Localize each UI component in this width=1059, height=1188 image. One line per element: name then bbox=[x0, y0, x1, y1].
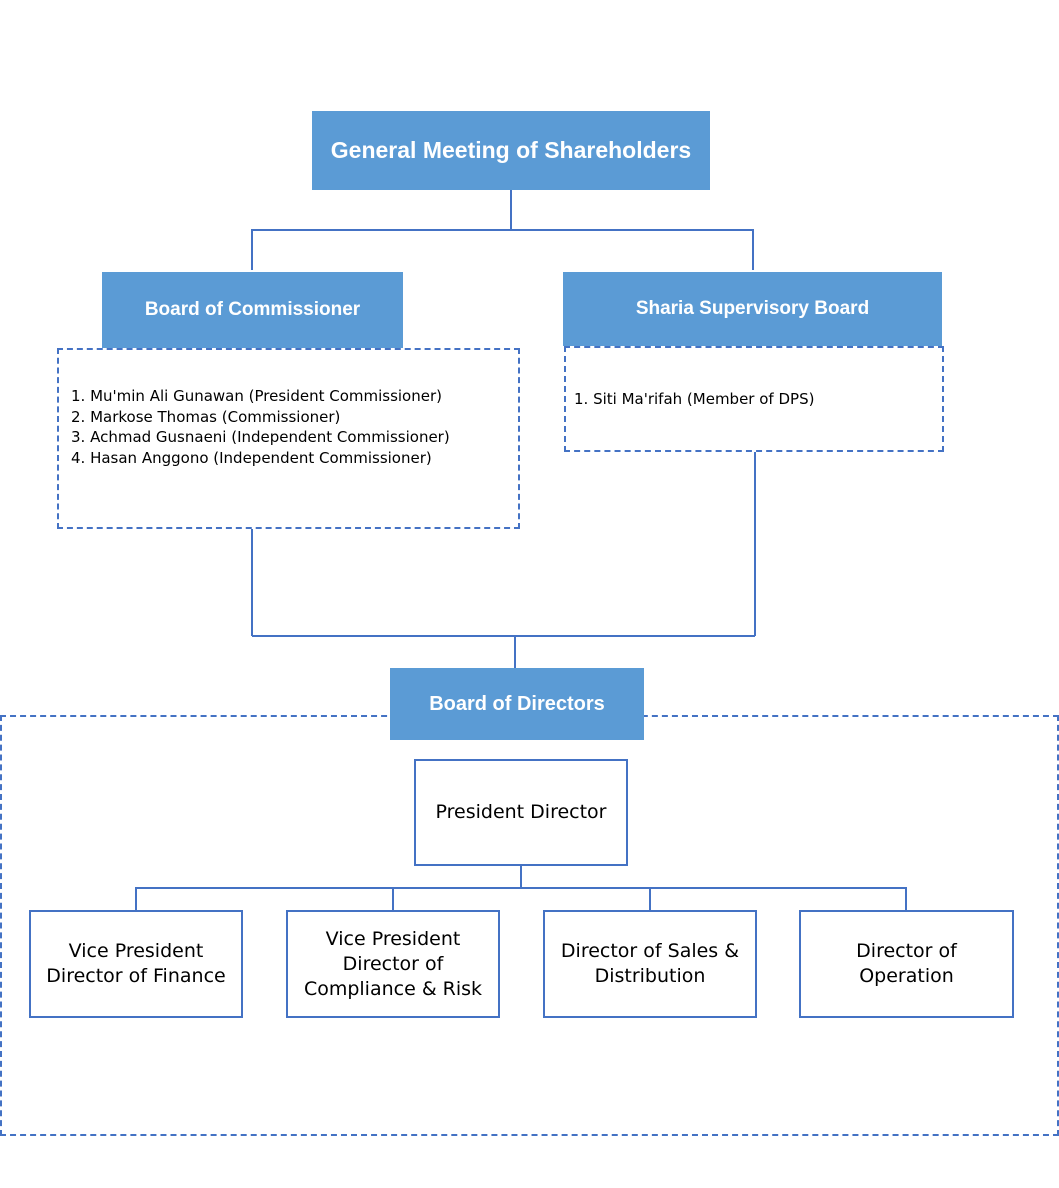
commissioner-member: 2. Markose Thomas (Commissioner) bbox=[71, 407, 341, 426]
commissioner-title: Board of Commissioner bbox=[144, 299, 361, 320]
president-director-label: President Director bbox=[435, 801, 607, 823]
sharia-members-box bbox=[564, 346, 944, 452]
sales-distribution-label: Director of Sales & Distribution bbox=[560, 940, 740, 987]
commissioner-members-box bbox=[57, 348, 520, 529]
commissioner-member: 4. Hasan Anggono (Independent Commission… bbox=[71, 448, 432, 467]
commissioner-member: 1. Mu'min Ali Gunawan (President Commiss… bbox=[71, 387, 442, 405]
commissioner-member: 3. Achmad Gusnaeni (Independent Commissi… bbox=[71, 428, 450, 446]
connector-split-directors bbox=[135, 887, 907, 910]
sharia-member: 1. Siti Ma'rifah (Member of DPS) bbox=[574, 390, 815, 408]
directors-title: Board of Directors bbox=[429, 692, 605, 715]
commissioner-header: Board of Commissioner bbox=[102, 272, 403, 348]
sharia-member-list: 1. Siti Ma'rifah (Member of DPS) bbox=[574, 389, 814, 410]
vp-finance-box: Vice President Director of Finance bbox=[29, 910, 243, 1018]
vp-finance-label: Vice President Director of Finance bbox=[46, 940, 226, 987]
commissioner-member-list: 1. Mu'min Ali Gunawan (President Commiss… bbox=[71, 386, 450, 468]
operation-box: Director of Operation bbox=[799, 910, 1014, 1018]
connector-split-top bbox=[251, 229, 754, 270]
sharia-header: Sharia Supervisory Board bbox=[563, 272, 942, 346]
gms-title: General Meeting of Shareholders bbox=[330, 137, 692, 163]
sharia-title: Sharia Supervisory Board bbox=[635, 298, 870, 319]
directors-header: Board of Directors bbox=[390, 668, 644, 740]
operation-label: Director of Operation bbox=[856, 940, 957, 987]
vp-compliance-box: Vice President Director of Compliance & … bbox=[286, 910, 500, 1018]
president-director-box: President Director bbox=[414, 759, 628, 866]
gms-box: General Meeting of Shareholders bbox=[312, 111, 710, 190]
vp-compliance-label: Vice President Director of Compliance & … bbox=[303, 927, 483, 1000]
sales-distribution-box: Director of Sales & Distribution bbox=[543, 910, 757, 1018]
